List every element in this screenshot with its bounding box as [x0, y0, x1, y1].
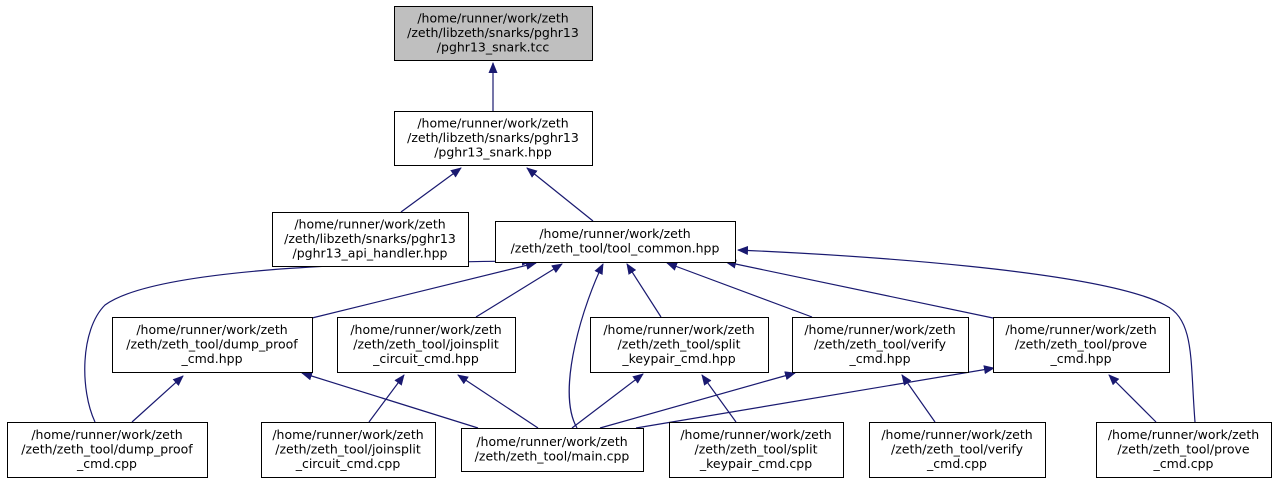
edge-main_cpp-to-split_hpp: [571, 373, 644, 429]
node-label-line: /home/runner/work/zeth: [804, 322, 955, 337]
node-label-line: _keypair_cmd.hpp: [621, 351, 735, 366]
node-box: [669, 422, 844, 478]
node-label-line: /zeth/zeth_tool/split: [618, 336, 741, 351]
node-snark-hpp[interactable]: /home/runner/work/zeth/zeth/libzeth/snar…: [394, 111, 593, 166]
node-label-line: _cmd.hpp: [181, 351, 243, 366]
node-main-cpp[interactable]: /home/runner/work/zeth/zeth/zeth_tool/ma…: [461, 428, 644, 472]
edge-dump_hpp-to-tool_common: [311, 261, 537, 319]
edge-split_hpp-to-tool_common: [626, 263, 662, 318]
node-box: [272, 212, 469, 267]
node-joinsplit-hpp[interactable]: /home/runner/work/zeth/zeth/zeth_tool/jo…: [337, 317, 516, 373]
node-label-line: /zeth/zeth_tool/joinsplit: [353, 336, 499, 351]
node-box: [394, 111, 593, 166]
edge-main_cpp-to-joinsplit_hpp: [457, 374, 539, 429]
node-label-line: _cmd.cpp: [1153, 456, 1214, 471]
edge-prove_hpp-to-tool_common: [725, 259, 994, 319]
node-tool-common[interactable]: /home/runner/work/zeth/zeth/zeth_tool/to…: [495, 221, 736, 263]
node-tcc: /home/runner/work/zeth/zeth/libzeth/snar…: [394, 6, 593, 61]
node-label-line: /home/runner/work/zeth: [272, 427, 423, 442]
edge-prove_cpp-to-prove_hpp: [1108, 374, 1157, 423]
edge-main_cpp-to-tool_common: [568, 263, 604, 429]
node-label-line: /zeth/zeth_tool/verify: [891, 441, 1024, 456]
node-label-line: /home/runner/work/zeth: [881, 427, 1032, 442]
node-label-line: /pghr13_snark.hpp: [434, 144, 552, 159]
node-label-line: /home/runner/work/zeth: [680, 427, 831, 442]
node-verify-hpp[interactable]: /home/runner/work/zeth/zeth/zeth_tool/ve…: [792, 317, 969, 373]
node-prove-cpp[interactable]: /home/runner/work/zeth/zeth/zeth_tool/pr…: [1096, 422, 1272, 478]
node-box: [7, 422, 208, 478]
node-label-line: /home/runner/work/zeth: [539, 226, 690, 241]
node-box: [993, 317, 1170, 373]
edge-prove_cpp-to-tool_common: [737, 245, 1196, 423]
edge-dump_cpp-to-dump_hpp: [131, 375, 184, 423]
node-label-line: _cmd.hpp: [849, 351, 911, 366]
node-label-line: /zeth/zeth_tool/prove: [1117, 441, 1250, 456]
node-box: [792, 317, 969, 373]
node-label-line: /zeth/zeth_tool/prove: [1015, 336, 1148, 351]
node-box: [590, 317, 769, 373]
node-box: [495, 221, 736, 263]
edge-split_cpp-to-split_hpp: [701, 374, 737, 423]
edges: [84, 62, 1196, 429]
node-label-line: /pghr13_snark.tcc: [437, 39, 550, 54]
node-label-line: /home/runner/work/zeth: [417, 115, 568, 130]
node-box: [261, 422, 436, 478]
node-label-line: /home/runner/work/zeth: [417, 10, 568, 25]
node-split-cpp[interactable]: /home/runner/work/zeth/zeth/zeth_tool/sp…: [669, 422, 844, 478]
node-label-line: _cmd.cpp: [76, 456, 137, 471]
node-label-line: /zeth/zeth_tool/main.cpp: [475, 449, 630, 464]
nodes: /home/runner/work/zeth/zeth/libzeth/snar…: [7, 6, 1272, 478]
edge-main_cpp-to-dump_hpp: [301, 371, 479, 429]
node-api-handler[interactable]: /home/runner/work/zeth/zeth/libzeth/snar…: [272, 212, 469, 267]
node-box: [337, 317, 516, 373]
node-label-line: /zeth/libzeth/snarks/pghr13: [284, 231, 456, 246]
node-prove-hpp[interactable]: /home/runner/work/zeth/zeth/zeth_tool/pr…: [993, 317, 1170, 373]
node-box: [1096, 422, 1272, 478]
node-label-line: _cmd.cpp: [926, 456, 987, 471]
node-dump-hpp[interactable]: /home/runner/work/zeth/zeth/zeth_tool/du…: [112, 317, 313, 373]
node-label-line: /pghr13_api_handler.hpp: [293, 245, 448, 260]
node-label-line: _circuit_cmd.cpp: [295, 456, 401, 471]
node-split-hpp[interactable]: /home/runner/work/zeth/zeth/zeth_tool/sp…: [590, 317, 769, 373]
edge-tool_common-to-snark_hpp: [526, 167, 594, 222]
node-label-line: /zeth/zeth_tool/dump_proof: [126, 336, 298, 351]
node-label-line: _cmd.hpp: [1050, 351, 1112, 366]
node-label-line: /home/runner/work/zeth: [603, 322, 754, 337]
node-label-line: /home/runner/work/zeth: [294, 216, 445, 231]
node-box: [394, 6, 593, 61]
node-box: [869, 422, 1046, 478]
node-box: [461, 428, 644, 472]
node-label-line: /zeth/zeth_tool/dump_proof: [21, 441, 193, 456]
node-label-line: /zeth/libzeth/snarks/pghr13: [407, 130, 579, 145]
node-label-line: /zeth/zeth_tool/split: [695, 441, 818, 456]
node-label-line: /zeth/zeth_tool/joinsplit: [275, 441, 421, 456]
node-label-line: /zeth/zeth_tool/verify: [814, 336, 947, 351]
edge-joinsplit_hpp-to-tool_common: [475, 263, 563, 318]
node-label-line: /home/runner/work/zeth: [1108, 427, 1259, 442]
node-joinsplit-cpp[interactable]: /home/runner/work/zeth/zeth/zeth_tool/jo…: [261, 422, 436, 478]
node-label-line: _keypair_cmd.cpp: [699, 456, 812, 471]
edge-main_cpp-to-prove_hpp: [635, 365, 995, 429]
edge-api_handler-to-snark_hpp: [400, 167, 462, 213]
edge-main_cpp-to-verify_hpp: [599, 371, 796, 429]
node-dump-cpp[interactable]: /home/runner/work/zeth/zeth/zeth_tool/du…: [7, 422, 208, 478]
node-verify-cpp[interactable]: /home/runner/work/zeth/zeth/zeth_tool/ve…: [869, 422, 1046, 478]
node-label-line: /home/runner/work/zeth: [31, 427, 182, 442]
node-label-line: /home/runner/work/zeth: [1005, 322, 1156, 337]
node-label-line: /home/runner/work/zeth: [476, 434, 627, 449]
node-label-line: /home/runner/work/zeth: [350, 322, 501, 337]
edge-joinsplit_cpp-to-joinsplit_hpp: [368, 374, 405, 423]
edge-verify_hpp-to-tool_common: [666, 262, 813, 318]
node-label-line: /zeth/libzeth/snarks/pghr13: [407, 25, 579, 40]
node-label-line: /zeth/zeth_tool/tool_common.hpp: [511, 241, 720, 256]
node-label-line: /home/runner/work/zeth: [136, 322, 287, 337]
node-box: [112, 317, 313, 373]
node-label-line: _circuit_cmd.hpp: [372, 351, 479, 366]
